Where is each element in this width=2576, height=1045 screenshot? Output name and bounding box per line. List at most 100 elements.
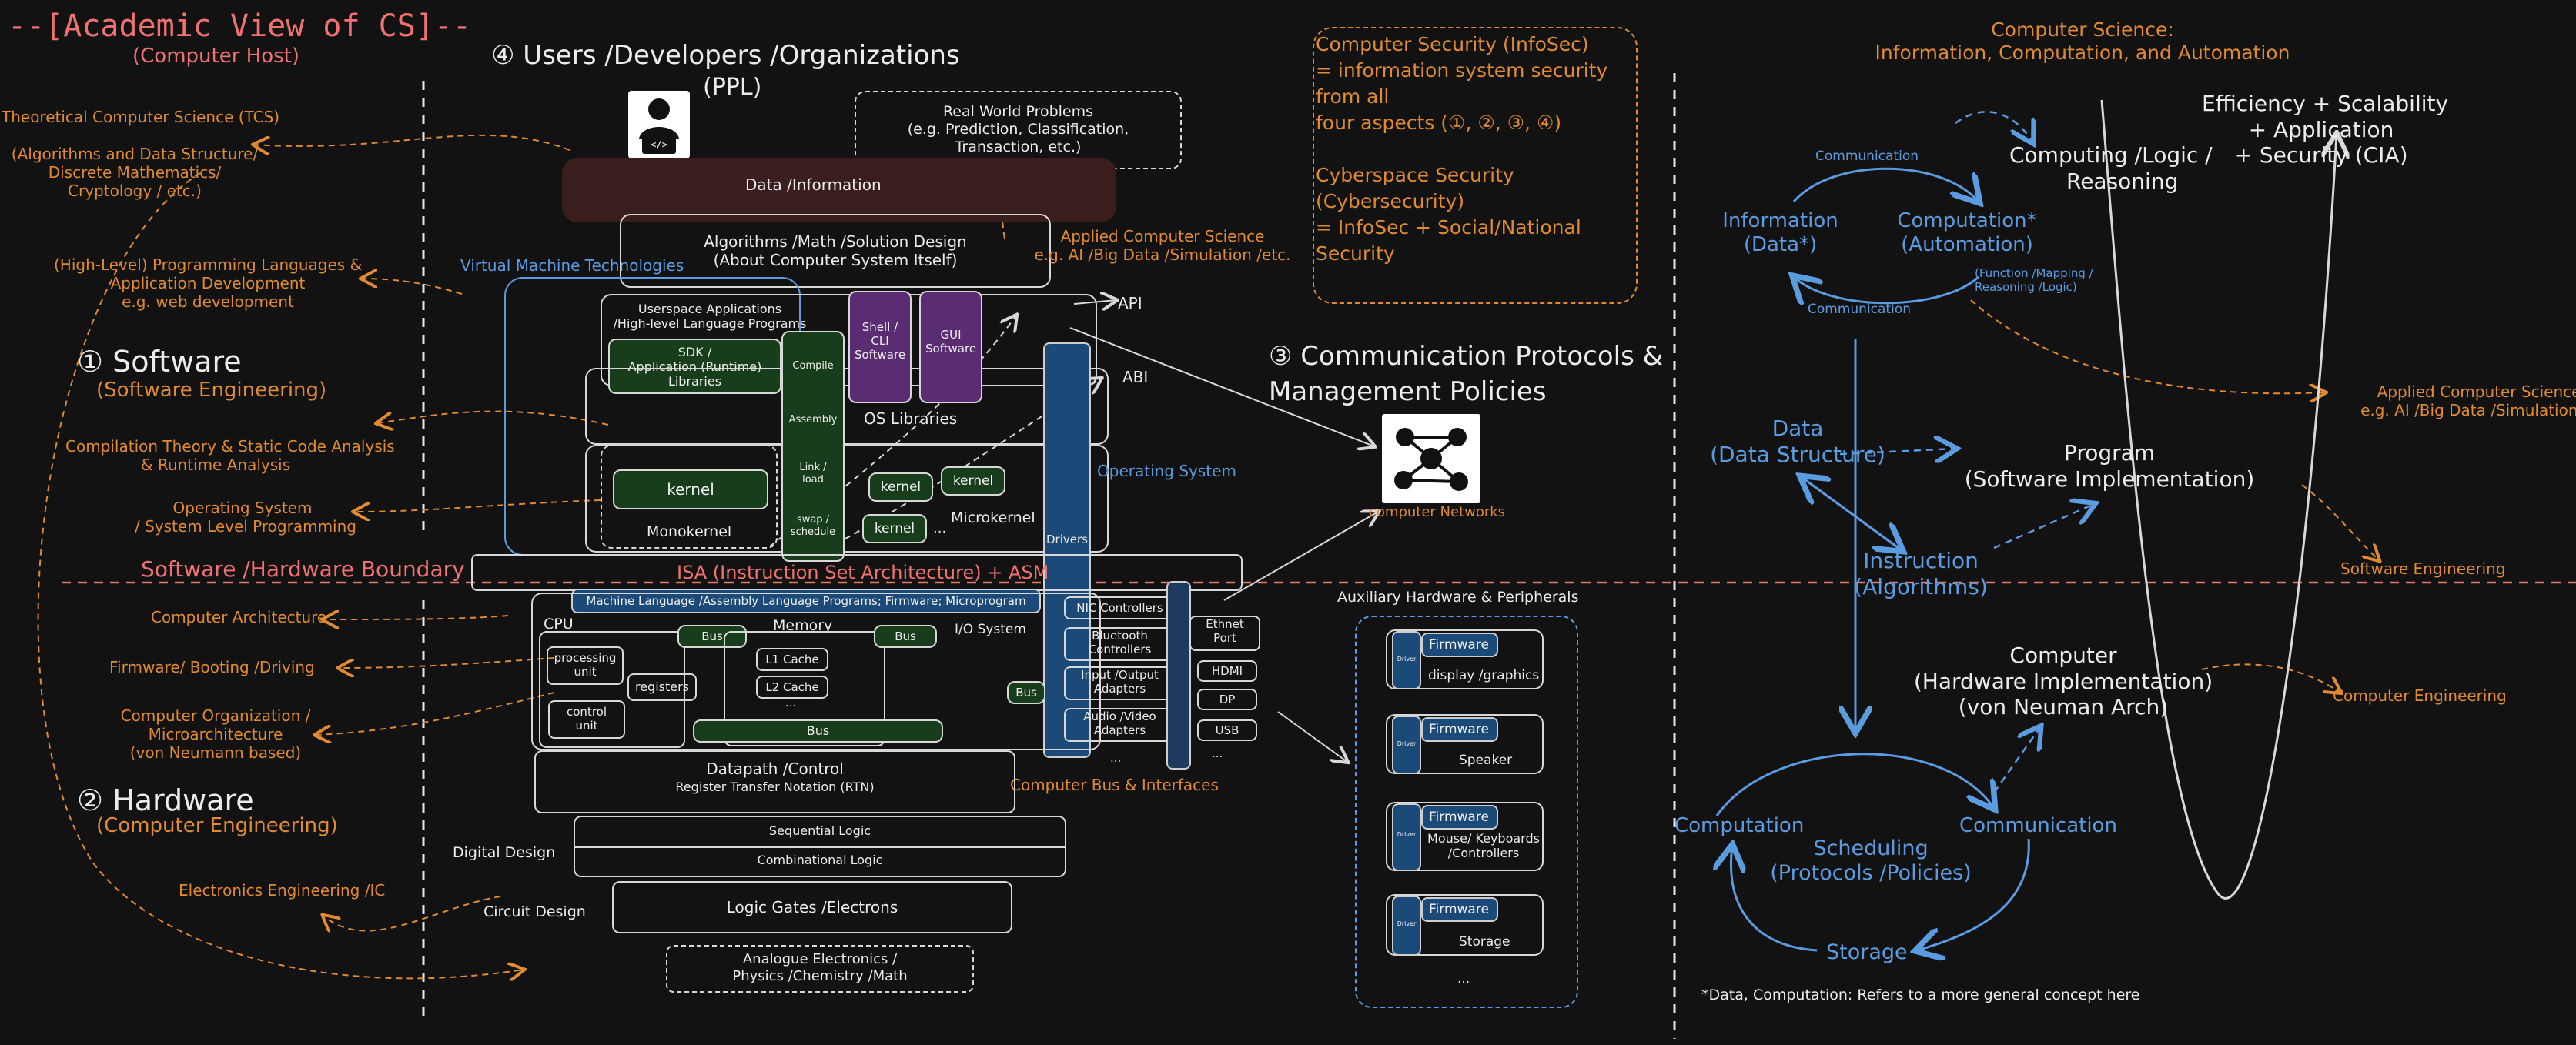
drivers-column: Drivers [1043,342,1091,758]
footnote: *Data, Computation: Refers to a more gen… [1701,987,2140,1003]
device-storage-label: Storage [1459,934,1510,950]
boundary-label: Software /Hardware Boundary [141,556,465,582]
label-programming-languages: (High-Level) Programming Languages &Appl… [54,255,363,311]
users-subtitle: (PPL) [703,74,762,101]
security-box: Computer Security (InfoSec) = informatio… [1313,27,1638,304]
l1-cache: L1 Cache [756,648,828,671]
data-info-label: Data /Information [745,175,882,194]
device-display-label: display /graphics [1428,668,1540,683]
software-eng-right: Software Engineering [2340,559,2506,578]
registers-box: registers [627,673,697,701]
section-software-subtitle: (Software Engineering) [96,379,327,402]
bus-memory: Bus [874,625,937,648]
scheduling-label: Scheduling(Protocols /Policies) [1770,836,1972,886]
hardware-core-box [531,593,1101,750]
storage-label: Storage [1826,940,1908,964]
nic-controllers: NIC Controllers [1064,596,1176,619]
driver-tag: Driver [1392,716,1421,774]
digital-design-label: Digital Design [453,844,556,861]
monokernel-box [601,445,778,549]
device-mouse-keyboard [1386,802,1544,871]
firmware-tag: Firmware [1421,897,1498,922]
bus-main: Bus [693,719,943,743]
circuit-design-label: Circuit Design [483,903,586,920]
computer-networks-label: computer Networks [1369,504,1506,520]
device-speaker [1386,714,1544,774]
cpu-box [539,631,685,748]
devices-more: ... [1457,971,1470,987]
network-icon [1382,414,1480,503]
dp-port: DP [1197,689,1257,710]
data-info-band [562,158,1116,222]
firmware-tag: Firmware [1421,633,1498,657]
label-algorithms: (Algorithms and Data Structure/Discrete … [11,145,259,200]
memory-label: Memory [773,617,833,634]
os-libraries-box: OS Libraries [585,368,1109,445]
sdk-libraries-box: SDK /Application (Runtime)Libraries [608,339,781,394]
label-computer-architecture: Computer Architecture [151,608,327,626]
label-firmware: Firmware/ Booting /Driving [109,658,315,676]
logic-gates-box: Logic Gates /Electrons [612,881,1012,933]
microkernel-label: Microkernel [951,509,1035,526]
isa-box: ISA (Instruction Set Architecture) + ASM [471,554,1243,591]
svg-text:</>: </> [651,139,667,150]
l2-cache: L2 Cache [756,676,828,699]
bus-io: Bus [1007,681,1045,704]
label-os-programming: Operating System/ System Level Programmi… [135,499,356,536]
abi-label: ABI [1122,368,1149,386]
datapath-box: Datapath /Control Register Transfer Nota… [534,750,1015,813]
users-title: ④ Users /Developers /Organizations [491,40,960,71]
os-box [585,445,1109,553]
communication-bottom: Communication [1808,302,1911,317]
device-mouse-keyboard-label: Mouse/ Keyboards /Controllers [1427,831,1540,861]
label-electronics: Electronics Engineering /IC [179,881,386,900]
information-label: Information(Data*) [1722,209,1838,257]
io-system-label: I/O System [955,622,1026,637]
aux-title: Auxiliary Hardware & Peripherals [1337,589,1579,606]
instruction-label: Instruction(Algorithms) [1854,548,1988,599]
kernel-micro-1: kernel [868,472,933,502]
main-subtitle: (Computer Host) [132,45,300,68]
device-display [1386,629,1544,689]
cs-title: Computer Science:Information, Computatio… [1875,18,2290,64]
real-world-box: Real World Problems(e.g. Prediction, Cla… [855,91,1182,169]
section-hardware-title: ② Hardware [77,783,254,817]
computation-label: Computation [1674,814,1805,837]
computer-label: Computer(Hardware Implementation)(von Ne… [1913,643,2213,720]
computation-automation-label: Computation*(Automation) [1897,209,2037,257]
firmware-tag: Firmware [1421,805,1498,830]
toolchain-column: Compile Assembly Link / load swap / sche… [781,331,845,562]
computing-logic-label: Computing /Logic /Reasoning [2009,142,2213,194]
kernel-micro-3: kernel [862,514,927,543]
communication-label: Communication [1959,814,2117,837]
kernel-micro-2: kernel [941,466,1005,496]
efficiency-curve [2100,99,2337,900]
cache-more: ... [785,696,797,709]
bus-interfaces-label: Computer Bus & Interfaces [1010,776,1219,794]
interface-bus-column [1166,581,1191,770]
firmware-tag: Firmware [1421,717,1498,742]
main-title: --[Academic View of CS]-- [8,8,472,44]
kernel-mono: kernel [613,469,768,509]
monokernel-label: Monokernel [647,523,732,540]
analogue-box: Analogue Electronics /Physics /Chemistry… [666,945,974,993]
label-compilation: Compilation Theory & Static Code Analysi… [65,437,395,474]
device-storage [1386,894,1544,956]
cpu-label: CPU [544,616,574,633]
comm-protocols-title: ③ Communication Protocols &Management Po… [1269,341,1664,407]
hdmi-port: HDMI [1197,660,1257,682]
aux-box [1355,616,1578,1008]
memory-box [724,631,885,746]
program-label: Program(Software Implementation) [1964,440,2255,492]
computer-eng-right: Computer Engineering [2333,686,2507,705]
os-label: Operating System [1097,462,1236,480]
driver-tag: Driver [1392,631,1421,689]
communication-top: Communication [1815,149,1919,164]
